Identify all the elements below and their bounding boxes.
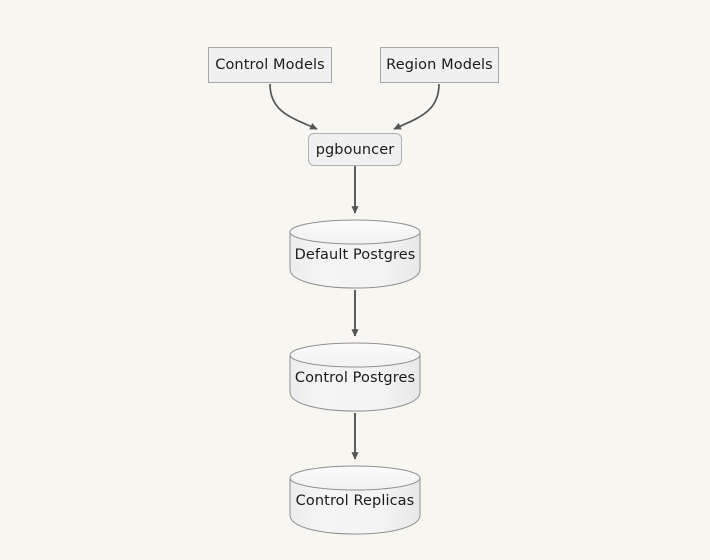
node-control-postgres[interactable]: Control Postgres bbox=[289, 342, 421, 413]
node-control-postgres-label: Control Postgres bbox=[294, 370, 416, 386]
node-control-models-label: Control Models bbox=[215, 57, 325, 73]
node-control-replicas[interactable]: Control Replicas bbox=[289, 465, 421, 536]
database-cylinder-icon bbox=[289, 342, 421, 412]
node-pgbouncer-label: pgbouncer bbox=[315, 141, 395, 158]
database-cylinder-icon bbox=[289, 219, 421, 289]
node-region-models[interactable]: Region Models bbox=[380, 47, 499, 83]
database-cylinder-icon bbox=[289, 465, 421, 535]
node-pgbouncer[interactable]: pgbouncer bbox=[308, 133, 402, 166]
node-control-models[interactable]: Control Models bbox=[208, 47, 332, 83]
node-default-postgres-label: Default Postgres bbox=[294, 247, 416, 263]
node-default-postgres[interactable]: Default Postgres bbox=[289, 219, 421, 290]
edge-control-models-pgbouncer bbox=[269, 83, 318, 130]
edge-region-models-pgbouncer bbox=[393, 83, 440, 130]
node-region-models-label: Region Models bbox=[386, 57, 493, 73]
node-control-replicas-label: Control Replicas bbox=[295, 493, 415, 509]
